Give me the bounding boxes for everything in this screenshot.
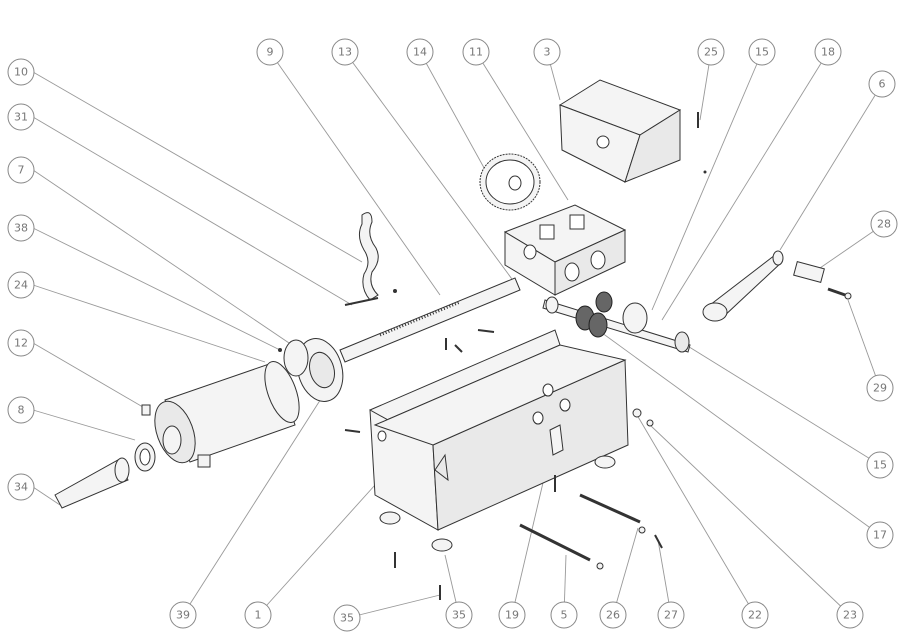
flange-plate [278,338,344,402]
small-pin [697,112,707,174]
callout-5: 5 [550,601,578,629]
svg-text:8: 8 [18,404,25,417]
svg-text:26: 26 [606,609,620,622]
drive-shaft-assembly [542,291,691,353]
svg-text:25: 25 [704,46,718,59]
callout-24: 24 [7,271,35,299]
callout-14: 14 [406,38,434,66]
small-bolts [344,329,495,433]
callout-9: 9 [256,38,284,66]
callout-19: 19 [498,601,526,629]
callout-15-top: 15 [748,38,776,66]
cylinder-body [141,361,300,468]
svg-text:15: 15 [755,46,769,59]
svg-text:14: 14 [413,46,427,59]
svg-text:39: 39 [176,609,190,622]
svg-text:24: 24 [14,279,28,292]
svg-text:34: 34 [14,481,28,494]
svg-text:3: 3 [544,46,551,59]
washers [632,408,654,427]
svg-text:17: 17 [873,529,887,542]
callout-18: 18 [814,38,842,66]
callout-13: 13 [331,38,359,66]
svg-text:10: 10 [14,66,28,79]
leader-lines [32,51,885,619]
svg-text:28: 28 [877,218,891,231]
callout-8: 8 [7,396,35,424]
callout-23: 23 [836,601,864,629]
callout-39: 39 [169,601,197,629]
svg-text:35: 35 [452,609,466,622]
gear-wheel [479,153,541,211]
svg-text:23: 23 [843,609,857,622]
callout-28: 28 [870,210,898,238]
svg-text:18: 18 [821,46,835,59]
svg-text:5: 5 [561,609,568,622]
svg-text:35: 35 [340,612,354,625]
svg-text:12: 12 [14,337,28,350]
crank-handle [702,250,784,322]
funnel-nozzle [54,457,130,509]
callout-10: 10 [7,58,35,86]
callout-3: 3 [533,38,561,66]
sleeve-and-bolt [793,261,852,300]
callout-22: 22 [741,601,769,629]
svg-text:38: 38 [14,222,28,235]
svg-text:11: 11 [469,46,483,59]
svg-text:19: 19 [505,609,519,622]
svg-text:29: 29 [873,382,887,395]
callout-35-right: 35 [445,601,473,629]
callout-15-right: 15 [866,451,894,479]
callouts: 10 31 7 38 24 12 8 34 9 13 14 11 3 25 15… [7,38,898,632]
svg-text:9: 9 [267,46,274,59]
callout-26: 26 [599,601,627,629]
svg-text:1: 1 [255,609,262,622]
svg-text:15: 15 [873,459,887,472]
callout-38: 38 [7,214,35,242]
gearbox-housing [503,204,627,296]
svg-text:31: 31 [14,111,28,124]
support-rods [519,493,663,570]
parts [54,79,852,600]
callout-1: 1 [244,601,272,629]
callout-11: 11 [462,38,490,66]
callout-29: 29 [866,374,894,402]
ring-nut [134,442,156,472]
base-frame [369,329,629,531]
latch-clip [549,424,564,492]
callout-12: 12 [7,329,35,357]
svg-text:7: 7 [18,164,25,177]
callout-34: 34 [7,473,35,501]
rubber-feet [379,455,616,600]
callout-6: 6 [868,70,896,98]
main-shaft [339,277,521,363]
curved-bracket [344,212,397,306]
svg-text:13: 13 [338,46,352,59]
callout-7: 7 [7,156,35,184]
callout-25: 25 [697,38,725,66]
svg-text:6: 6 [879,78,886,91]
callout-35-left: 35 [333,604,361,632]
svg-text:27: 27 [664,609,678,622]
svg-text:22: 22 [748,609,762,622]
callout-27: 27 [657,601,685,629]
callout-31: 31 [7,103,35,131]
cover-box [558,79,682,183]
callout-17: 17 [866,521,894,549]
